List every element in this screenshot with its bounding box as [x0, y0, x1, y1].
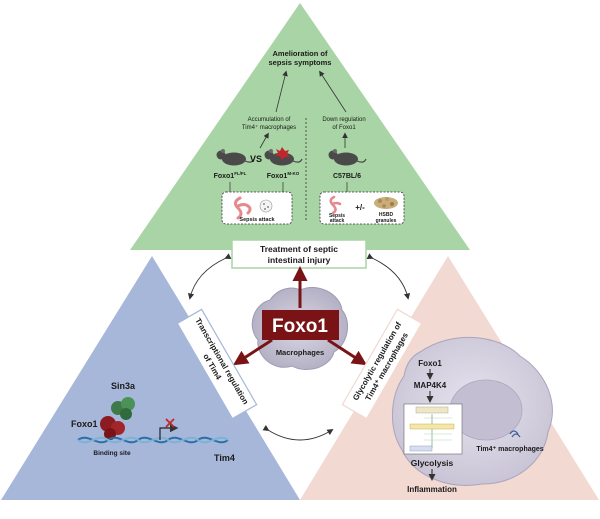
- foxo1-title: Foxo1: [272, 316, 328, 337]
- downreg-label-2: of Foxo1: [332, 125, 356, 131]
- treatment-label-2: intestinal injury: [268, 255, 331, 265]
- accumulation-label-2: Tim4⁺ macrophages: [242, 124, 296, 131]
- intestine-icon: [233, 196, 252, 220]
- tim4-receptor-icon: [509, 430, 521, 438]
- cycle-arrow-right: [366, 253, 411, 300]
- glycolysis-banner: [341, 308, 423, 420]
- tim4-macrophages-label: Tim4⁺ macrophages: [476, 446, 543, 453]
- sin3a-label: Sin3a: [111, 381, 136, 391]
- glycolysis-label: Glycolysis: [411, 458, 454, 468]
- mouse-icon: [216, 149, 255, 166]
- arrow-accumulation-up: [275, 70, 288, 113]
- treatment-box: [231, 239, 367, 269]
- left-panel: [1, 256, 300, 500]
- sepsis-attack-label-2: Sepsis: [329, 213, 345, 219]
- tim4-label: Tim4: [214, 453, 235, 463]
- vs-label: VS: [250, 154, 262, 164]
- downreg-label: Down regulation: [322, 117, 365, 123]
- treatment-label: Treatment of septic: [260, 244, 338, 254]
- amelioration-label-2: sepsis symptoms: [269, 58, 332, 67]
- inflammation-label: Inflammation: [407, 485, 457, 494]
- arrow-mice-up: [259, 132, 269, 149]
- foxo1-arrow-left: [232, 338, 273, 366]
- binding-site-label: Binding site: [93, 450, 131, 457]
- dna-helix-icon: [77, 436, 229, 444]
- hsbd-label: HSBD: [379, 212, 394, 218]
- mouse-mko-label: Foxo1M-KO: [267, 171, 300, 180]
- herbal-granules-icon: [374, 197, 398, 209]
- foxo1-box: [262, 310, 339, 340]
- hsbd-label-2: granules: [376, 218, 397, 224]
- mouse-c57-icon: [328, 149, 367, 166]
- mouse-c57-label: C57BL/6: [333, 173, 361, 180]
- map4k4-label: MAP4K4: [414, 381, 447, 390]
- macrophages-label: Macrophages: [276, 348, 324, 357]
- transcription-banner: [176, 308, 258, 420]
- accumulation-label: Accumulation of: [248, 117, 291, 123]
- intestine-icon-2: [329, 195, 342, 215]
- arrow-downreg-up: [319, 70, 347, 113]
- top-panel: [130, 3, 470, 250]
- mouse-ko-icon: [264, 147, 303, 166]
- sepsis-attack-label: Sepsis attack: [239, 217, 275, 223]
- blocked-x-icon: [165, 418, 175, 428]
- cycle-arrow-left: [187, 253, 232, 300]
- bacteria-icon: [259, 199, 273, 213]
- cycle-arrow-bottom: [262, 424, 334, 441]
- transcription-start-arrow: [159, 423, 179, 440]
- foxo1-arrow-right: [327, 338, 368, 366]
- plus-minus-label: +/-: [355, 203, 365, 212]
- sepsis-attack-label-3: attack: [330, 218, 345, 224]
- sin3a-protein-icon: [111, 397, 135, 420]
- right-foxo1-label: Foxo1: [418, 359, 442, 368]
- mouse-flfl-label: Foxo1FL/FL: [214, 171, 247, 180]
- foxo1-left-label: Foxo1: [71, 419, 98, 429]
- amelioration-label: Amelioration of: [272, 49, 328, 58]
